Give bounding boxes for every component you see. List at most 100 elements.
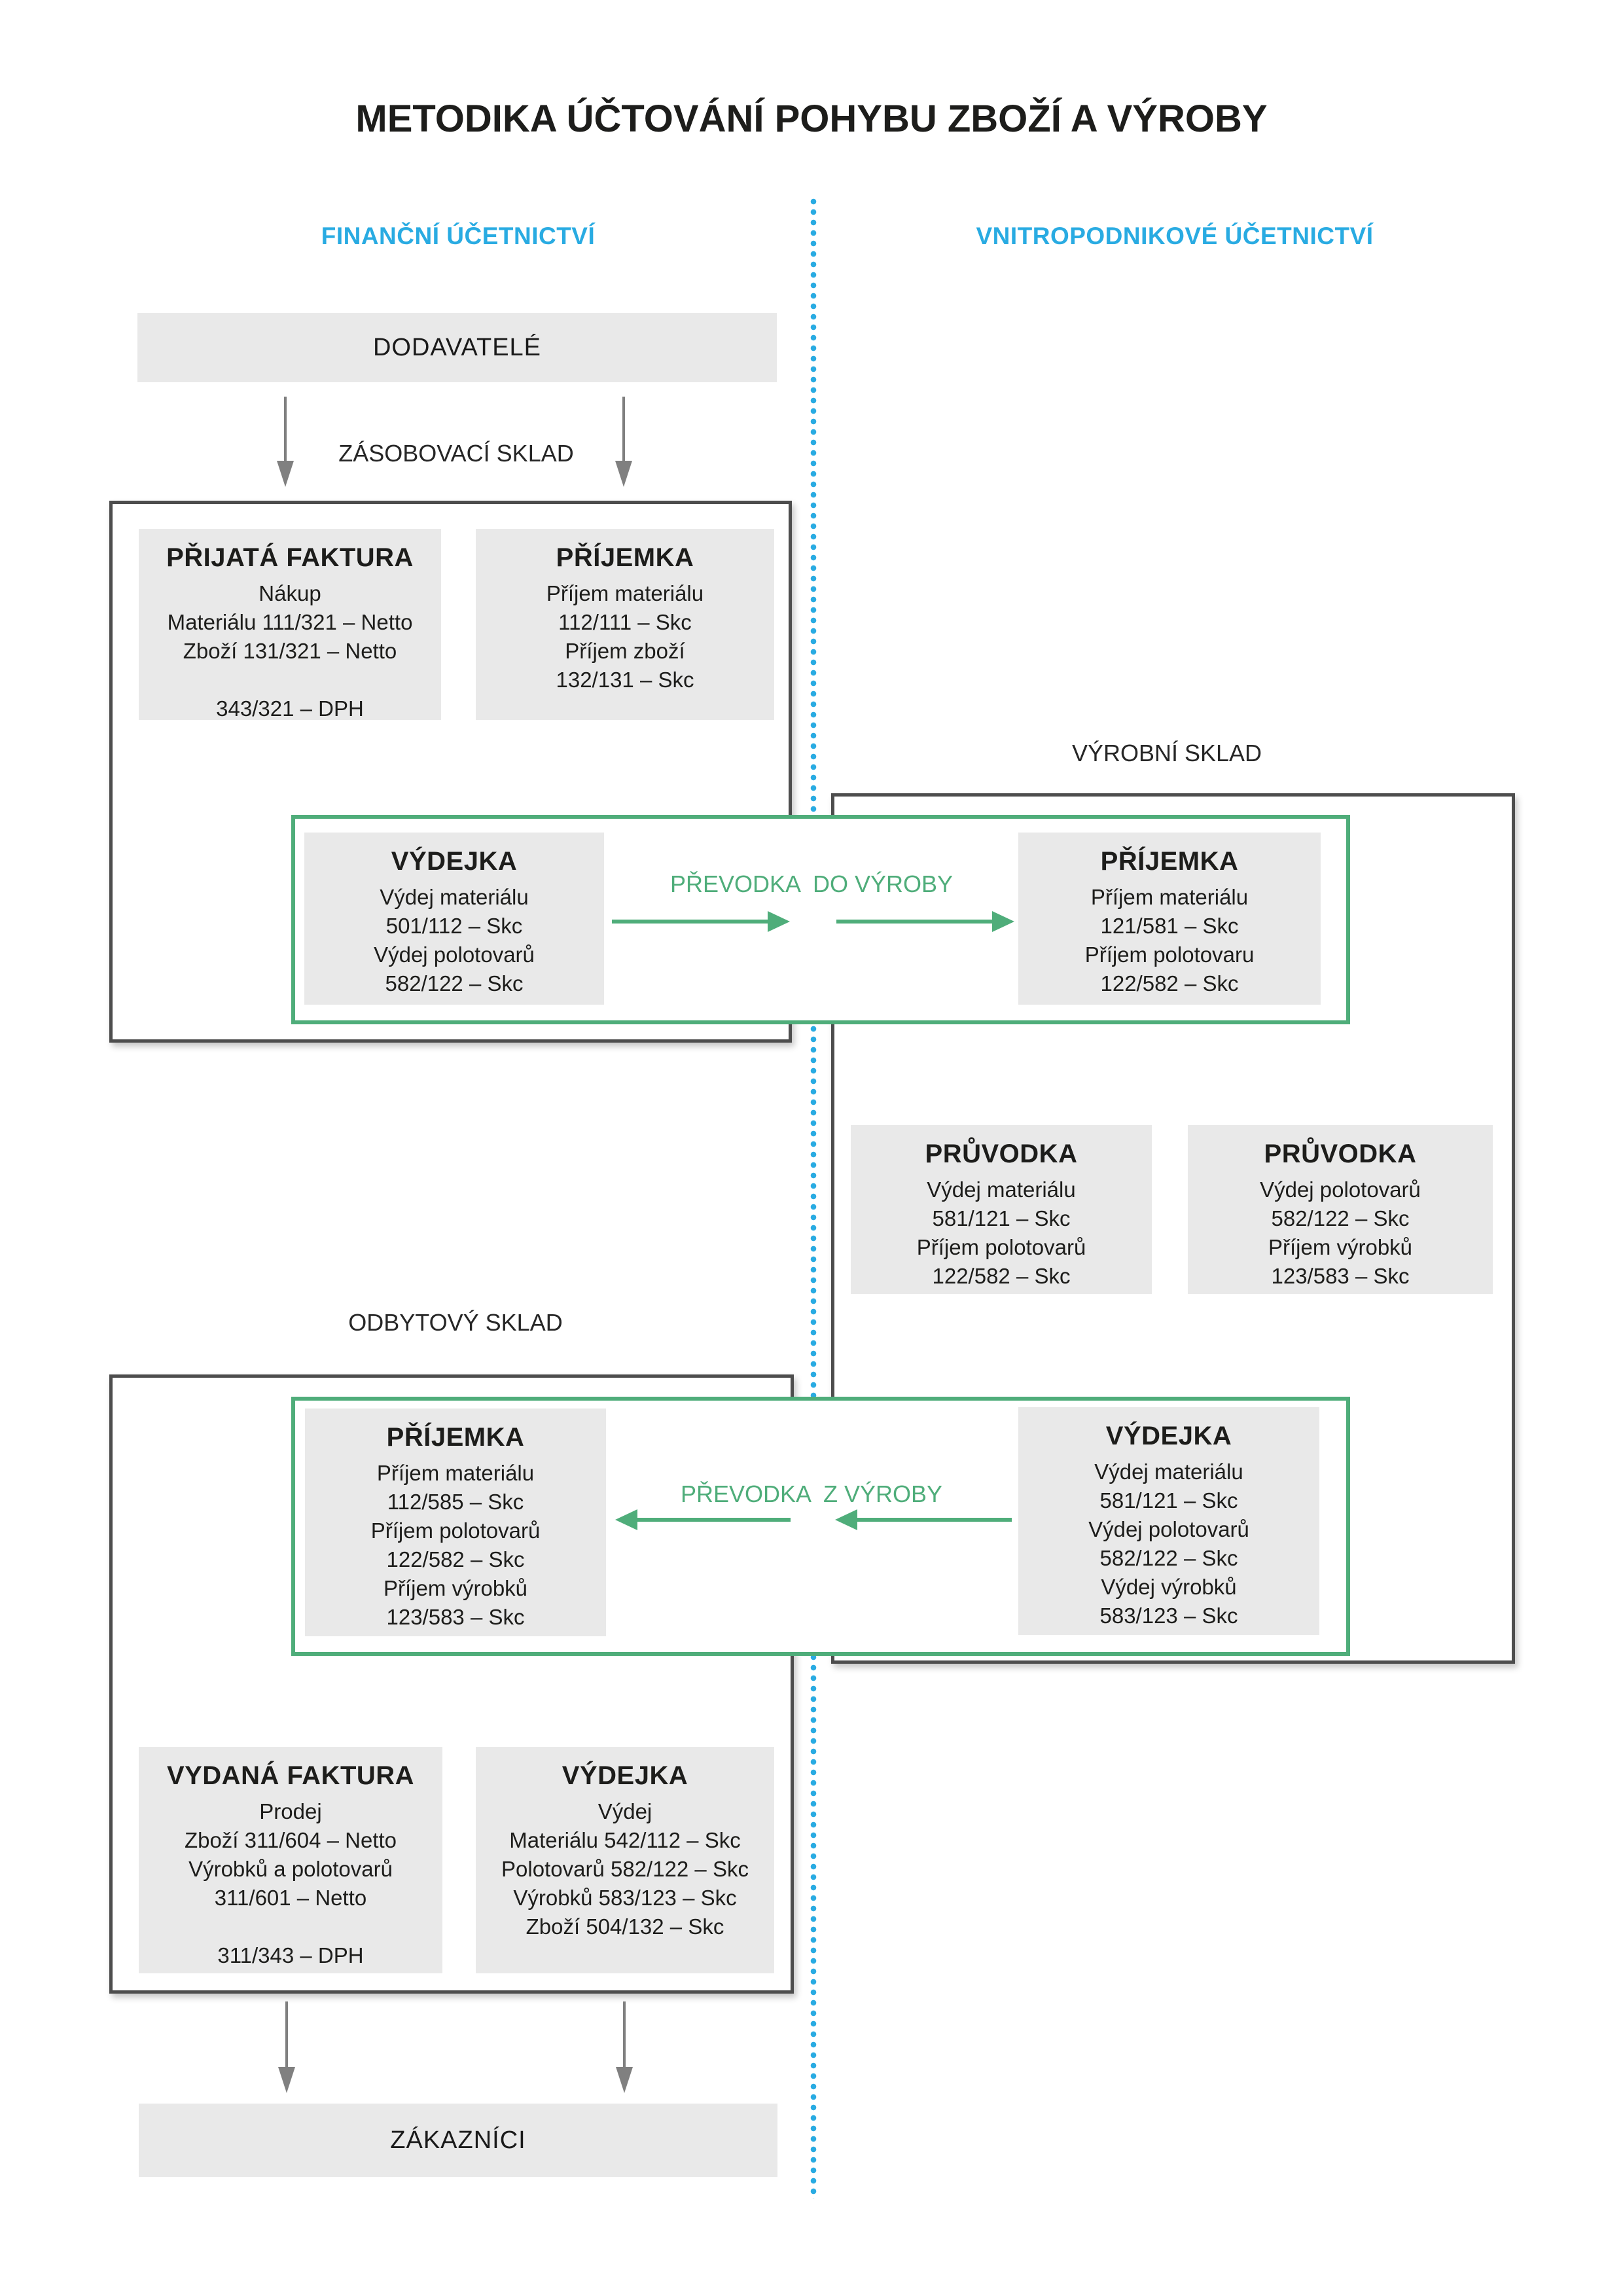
section-label-odbytovy-sklad: ODBYTOVÝ SKLAD — [348, 1309, 563, 1336]
node-dodavatele-label: DODAVATELÉ — [372, 333, 542, 361]
arrow-head-icon — [615, 461, 632, 487]
card-line: Příjem polotovarů — [370, 1518, 541, 1543]
arrow-head-icon — [768, 911, 790, 932]
node-zakaznici-label: ZÁKAZNÍCI — [390, 2126, 526, 2154]
container-zasobovaci-sklad — [109, 501, 792, 1043]
card-line: Příjem polotovarů — [916, 1235, 1086, 1259]
arrow-shaft — [857, 1518, 1012, 1522]
card-line: 582/122 – Skc — [1099, 1546, 1238, 1570]
card-line: 311/601 – Netto — [214, 1886, 367, 1910]
card-line: Zboží 131/321 – Netto — [183, 639, 397, 663]
node-zakaznici: ZÁKAZNÍCI — [139, 2104, 777, 2177]
card-line: Výdej výrobků — [1101, 1575, 1237, 1599]
arrow-head-icon — [615, 1509, 637, 1530]
card-line: Nákup — [259, 581, 321, 605]
card-line: Příjem materiálu — [376, 1461, 535, 1485]
arrow-shaft — [622, 397, 625, 461]
card-line: Příjem materiálu — [1090, 885, 1249, 909]
card-line: Výdej materiálu — [380, 885, 529, 909]
container-odbytovy-sklad — [109, 1374, 794, 1994]
left-arrow — [835, 1509, 1012, 1530]
arrow-head-icon — [835, 1509, 857, 1530]
card-line: Zboží 311/604 – Netto — [184, 1828, 397, 1852]
arrow-head-icon — [616, 2067, 633, 2093]
card-line: 581/121 – Skc — [932, 1206, 1071, 1230]
section-label-zasobovaci-sklad: ZÁSOBOVACÍ SKLAD — [338, 440, 574, 467]
card-line: Zboží 504/132 – Skc — [526, 1914, 724, 1939]
card-line: Příjem polotovaru — [1084, 942, 1255, 967]
card-line: 112/111 – Skc — [558, 610, 692, 634]
card-line: 582/122 – Skc — [385, 971, 524, 996]
arrow-shaft — [612, 920, 768, 924]
card-line: Výrobků 583/123 – Skc — [513, 1886, 737, 1910]
card-line — [139, 1912, 442, 1941]
card-line: 123/583 – Skc — [1271, 1264, 1410, 1288]
card-line: 122/582 – Skc — [1100, 971, 1239, 996]
card-title: PRŮVODKA — [925, 1139, 1078, 1168]
card-title: VÝDEJKA — [391, 847, 518, 876]
card-line: 311/343 – DPH — [217, 1943, 364, 1967]
card-line: Výdej polotovarů — [374, 942, 535, 967]
left-arrow — [615, 1509, 791, 1530]
card-line: 582/122 – Skc — [1271, 1206, 1410, 1230]
card-line: Výdej — [597, 1799, 652, 1823]
transfer-label-do-vyroby: PŘEVODKA DO VÝROBY — [669, 870, 954, 897]
arrow-shaft — [285, 2001, 288, 2067]
column-header-financni: FINANČNÍ ÚČETNICTVÍ — [321, 223, 596, 249]
column-divider-dotted-line — [810, 196, 817, 2199]
card-line: Výdej polotovarů — [1088, 1517, 1249, 1541]
down-arrow — [613, 2001, 636, 2093]
card-line: Výdej polotovarů — [1260, 1177, 1421, 1202]
right-arrow — [612, 911, 790, 932]
card-line: Materiálu 111/321 – Netto — [167, 610, 413, 634]
arrow-head-icon — [277, 461, 294, 487]
card-line: 112/585 – Skc — [387, 1490, 524, 1514]
card-line: Výdej materiálu — [927, 1177, 1076, 1202]
card-line: 121/581 – Skc — [1100, 914, 1239, 938]
card-title: VYDANÁ FAKTURA — [166, 1761, 415, 1790]
section-label-vyrobni-sklad: VÝROBNÍ SKLAD — [1071, 740, 1262, 766]
card-title: PŘIJATÁ FAKTURA — [166, 543, 414, 572]
node-dodavatele: DODAVATELÉ — [137, 313, 777, 382]
card-title: PŘÍJEMKA — [556, 543, 694, 572]
card-line: Materiálu 542/112 – Skc — [509, 1828, 741, 1852]
column-header-vnitropodnikove: VNITROPODNIKOVÉ ÚČETNICTVÍ — [976, 223, 1374, 249]
arrow-shaft — [284, 397, 287, 461]
page-title: METODIKA ÚČTOVÁNÍ POHYBU ZBOŽÍ A VÝROBY — [355, 98, 1268, 140]
card-title: PŘÍJEMKA — [1100, 847, 1239, 876]
arrow-head-icon — [278, 2067, 295, 2093]
card-line: Prodej — [259, 1799, 322, 1823]
card-line: 343/321 – DPH — [216, 696, 364, 721]
card-line: 122/582 – Skc — [932, 1264, 1071, 1288]
card-line: 122/582 – Skc — [386, 1547, 525, 1571]
arrow-shaft — [623, 2001, 626, 2067]
card-title: VÝDEJKA — [562, 1761, 688, 1790]
card-line: Příjem výrobků — [383, 1576, 528, 1600]
down-arrow — [275, 2001, 298, 2093]
down-arrow — [612, 397, 635, 487]
card-title: PŘÍJEMKA — [386, 1423, 525, 1452]
card-line: Výrobků a polotovarů — [188, 1857, 393, 1881]
arrow-shaft — [836, 920, 992, 924]
card-line: Výdej materiálu — [1094, 1460, 1243, 1484]
card-line: 583/123 – Skc — [1099, 1604, 1238, 1628]
card-title: PRŮVODKA — [1264, 1139, 1417, 1168]
